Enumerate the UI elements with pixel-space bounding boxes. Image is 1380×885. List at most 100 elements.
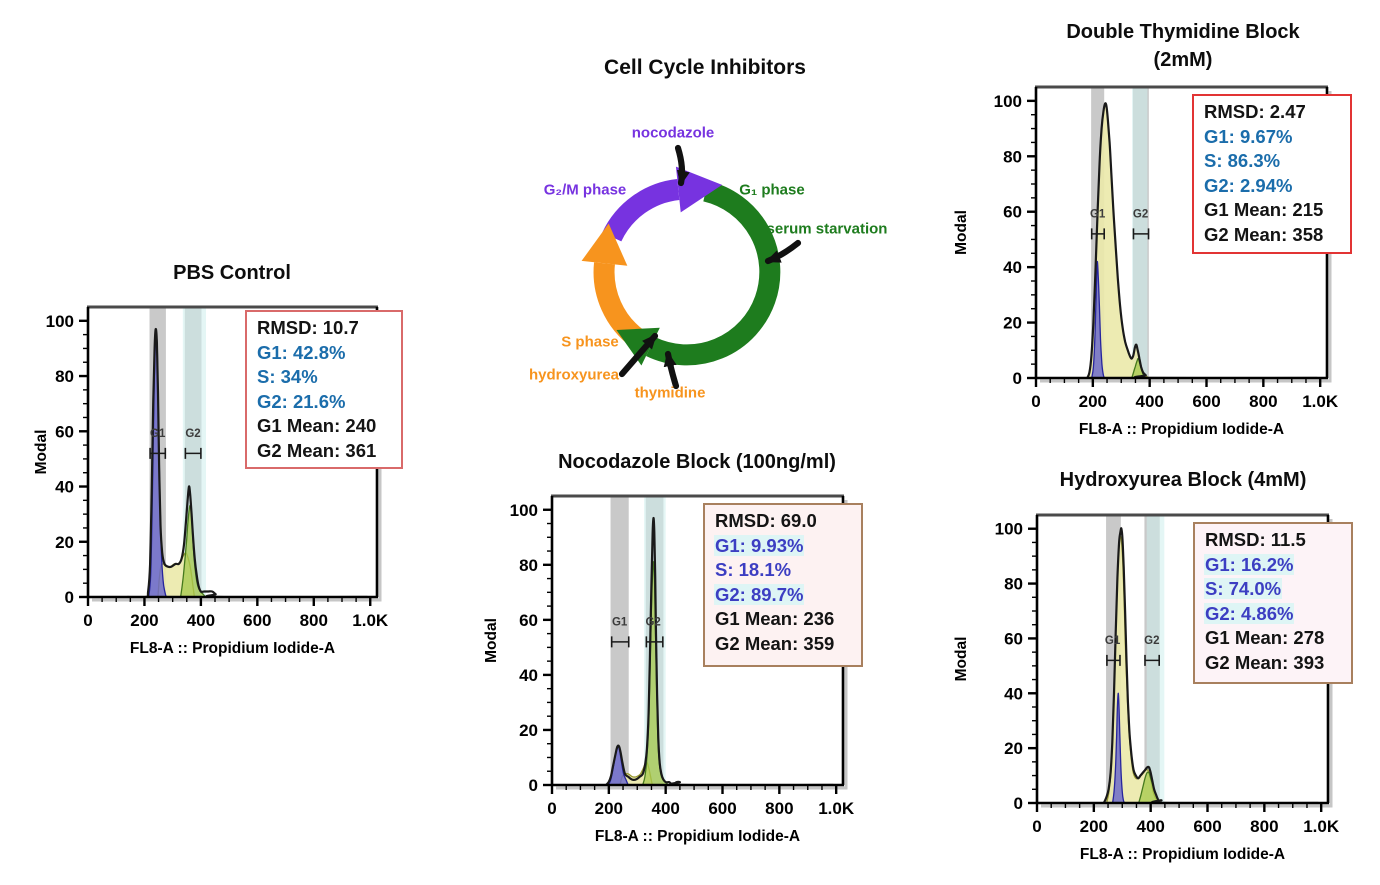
svg-text:G1: G1 [150,428,166,440]
svg-text:40: 40 [1003,258,1022,277]
stat-rmsd: RMSD: 2.47 [1204,101,1306,122]
svg-text:800: 800 [1250,817,1278,836]
svg-text:Modal: Modal [953,637,970,682]
svg-text:800: 800 [300,611,328,630]
svg-text:200: 200 [1079,392,1107,411]
diagram-title: Cell Cycle Inhibitors [604,56,806,79]
stat-g1-percent: G1: 42.8% [257,341,346,363]
diagram-label-nocodazole: nocodazole [631,124,715,142]
stat-rmsd: RMSD: 11.5 [1205,529,1306,550]
svg-text:0: 0 [1031,392,1040,411]
svg-text:20: 20 [1004,739,1023,758]
svg-text:40: 40 [1004,684,1023,703]
svg-text:100: 100 [46,312,74,331]
stats-box-hydroxyurea: RMSD: 11.5 G1: 16.2% S: 74.0% G2: 4.86% … [1193,522,1353,684]
svg-text:60: 60 [1004,629,1023,648]
diagram-label-serum-starvation: serum starvation [766,220,888,238]
stat-g1-mean: G1 Mean: 278 [1205,627,1325,649]
stat-rmsd: RMSD: 69.0 [715,510,817,531]
svg-text:80: 80 [55,367,74,386]
stat-g2-mean: G2 Mean: 358 [1204,223,1324,245]
stat-g2-mean: G2 Mean: 359 [715,632,835,654]
chart-title-nocodazole: Nocodazole Block (100ng/ml) [558,448,836,476]
svg-text:0: 0 [1032,817,1041,836]
stat-s-percent: S: 18.1% [715,559,792,581]
svg-text:80: 80 [519,556,538,575]
svg-text:Modal: Modal [33,430,50,475]
diagram-label-g2m-phase: G₂/M phase [543,181,627,199]
svg-text:0: 0 [1013,369,1022,388]
chart-title-line1: PBS Control [173,262,291,284]
chart-title-thymidine: Double Thymidine Block (2mM) [1066,18,1299,74]
svg-text:1.0K: 1.0K [818,799,855,818]
panel-cell-cycle-diagram: Cell Cycle Inhibitors nocodazole G₂/M ph… [500,48,910,423]
stat-g2-percent: G2: 21.6% [257,390,346,412]
svg-text:800: 800 [765,799,793,818]
svg-text:60: 60 [55,422,74,441]
svg-text:400: 400 [187,611,215,630]
svg-text:200: 200 [1080,817,1108,836]
hydroxyurea-arrow [618,332,659,378]
svg-text:100: 100 [995,520,1023,539]
panel-nocodazole-block: Nocodazole Block (100ng/ml) G1 G2 0 200 400 6… [480,440,940,880]
stats-box-thymidine: RMSD: 2.47 G1: 9.67% S: 86.3% G2: 2.94% … [1192,94,1352,254]
svg-text:60: 60 [1003,203,1022,222]
svg-text:80: 80 [1003,147,1022,166]
stats-box-pbs: RMSD: 10.7 G1: 42.8% S: 34% G2: 21.6% G1… [245,310,403,469]
svg-text:20: 20 [55,533,74,552]
stat-s-percent: S: 86.3% [1204,150,1281,172]
svg-text:200: 200 [130,611,158,630]
svg-text:1.0K: 1.0K [1302,392,1339,411]
stat-g2-percent: G2: 89.7% [714,583,805,605]
svg-text:600: 600 [1193,817,1221,836]
diagram-label-hydroxyurea: hydroxyurea [528,366,620,384]
svg-text:200: 200 [595,799,623,818]
chart-title-line1: Hydroxyurea Block (4mM) [1059,469,1307,491]
stat-s-percent: S: 74.0% [1204,578,1283,600]
svg-text:40: 40 [55,478,74,497]
svg-text:40: 40 [519,666,538,685]
svg-text:G2: G2 [185,428,200,440]
nocodazole-arrow [674,144,690,187]
stat-g1-percent: G1: 9.93% [714,534,805,556]
serum-starvation-arrow [764,239,802,265]
stat-g2-percent: G2: 2.94% [1204,174,1293,196]
diagram-label-g1-phase: G₁ phase [739,181,805,199]
svg-text:0: 0 [529,776,538,795]
stat-rmsd: RMSD: 10.7 [257,317,359,338]
svg-text:G1: G1 [612,616,628,628]
stat-g2-mean: G2 Mean: 361 [257,439,377,461]
stat-g2-percent: G2: 4.86% [1204,602,1295,624]
svg-text:0: 0 [1014,794,1023,813]
stat-g1-mean: G1 Mean: 240 [257,415,377,437]
svg-text:FL8-A :: Propidium Iodide-A: FL8-A :: Propidium Iodide-A [595,828,800,845]
diagram-label-thymidine: thymidine [634,384,706,402]
stat-g1-percent: G1: 16.2% [1204,553,1295,575]
stat-s-percent: S: 34% [257,366,318,388]
chart-title-line2: (2mM) [1153,49,1213,71]
svg-text:400: 400 [651,799,679,818]
svg-text:G2: G2 [645,616,660,628]
stats-box-nocodazole: RMSD: 69.0 G1: 9.93% S: 18.1% G2: 89.7% … [703,503,863,667]
svg-text:G1: G1 [1090,208,1106,220]
cell-cycle-ring-diagram [581,144,802,390]
svg-text:FL8-A :: Propidium Iodide-A: FL8-A :: Propidium Iodide-A [1080,846,1285,863]
chart-title-line1: Double Thymidine Block [1066,21,1300,43]
svg-text:400: 400 [1136,817,1164,836]
stat-g2-mean: G2 Mean: 393 [1205,651,1325,673]
svg-text:Modal: Modal [483,618,500,663]
svg-text:0: 0 [65,588,74,607]
svg-text:FL8-A :: Propidium Iodide-A: FL8-A :: Propidium Iodide-A [1079,421,1284,438]
svg-text:20: 20 [519,721,538,740]
svg-text:600: 600 [1192,392,1220,411]
svg-text:600: 600 [243,611,271,630]
svg-text:600: 600 [708,799,736,818]
svg-text:80: 80 [1004,575,1023,594]
stat-g1-mean: G1 Mean: 236 [715,608,835,630]
